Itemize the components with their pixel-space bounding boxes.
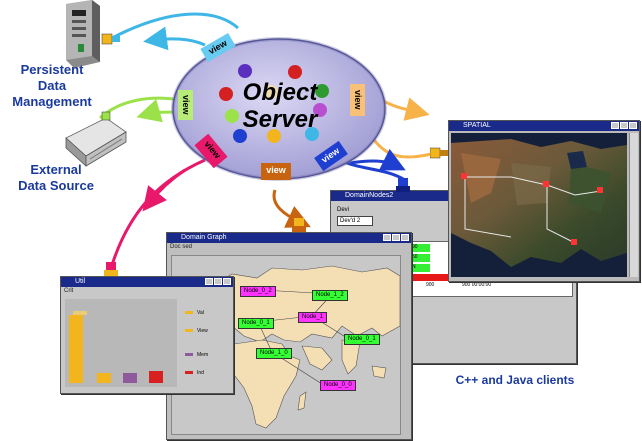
us-map-window[interactable]: SPATIAL (448, 120, 640, 282)
arrow-cyan-line (111, 12, 239, 40)
server-title-line2: Server (243, 106, 319, 133)
close-icon[interactable] (223, 278, 231, 285)
world-map-canvas[interactable]: Node_0_2 Node_1_2 Node_0_1 Node_1 Node_0… (171, 255, 401, 435)
legend-label: Val (197, 310, 204, 316)
object-dot (225, 109, 239, 123)
server-tower-icon (66, 0, 120, 68)
satellite-image (451, 133, 627, 277)
minimize-icon[interactable] (205, 278, 213, 285)
world-map-menu[interactable]: Doc sed (170, 244, 193, 250)
world-map-titlebar[interactable]: Domain Graph (167, 233, 411, 243)
external-device-icon (65, 111, 127, 167)
minimize-icon[interactable] (611, 122, 619, 129)
legend-label: Mem (197, 352, 208, 358)
legend-swatch (185, 371, 193, 374)
plug-blue-icon (396, 178, 410, 192)
map-node[interactable]: Node_1 (298, 312, 328, 323)
table-field[interactable]: Dev'd 2 (337, 216, 373, 226)
maximize-icon[interactable] (620, 122, 628, 129)
arrow-orange-head (381, 97, 430, 121)
bar-chart: Val View Mem Ind (65, 299, 229, 387)
bar (149, 371, 163, 383)
bar-window-menu[interactable]: Crit (64, 288, 74, 294)
arrow-cyan-head (143, 26, 206, 51)
server-title-line1: Object (243, 79, 319, 106)
object-dot (219, 87, 233, 101)
object-dot (233, 129, 247, 143)
caption-persistent: Persistent Data Management (12, 62, 92, 109)
object-dot (267, 129, 281, 143)
close-icon[interactable] (401, 234, 409, 241)
table-label: Devi (337, 207, 350, 213)
table-cell: 900 00:00:00 (462, 282, 492, 288)
bar-chart-window[interactable]: Util Crit Val View Mem Ind (60, 276, 234, 394)
maximize-icon[interactable] (392, 234, 400, 241)
arrow-blue-head (349, 148, 406, 171)
map-node[interactable]: Node_1_2 (312, 290, 348, 301)
map-node[interactable]: Node_0_2 (240, 286, 276, 297)
object-dot (288, 65, 302, 79)
view-tag-orange: view (350, 84, 365, 116)
object-dot (238, 64, 252, 78)
bar-window-titlebar[interactable]: Util (61, 277, 233, 287)
table-cell: 90 (412, 244, 430, 252)
legend-label: Ind (197, 370, 204, 376)
caption-clients: C++ and Java clients (455, 373, 575, 387)
object-dot (264, 85, 278, 99)
legend-swatch (185, 311, 193, 314)
view-tag-brown: view (261, 163, 291, 180)
plug-brown-icon (292, 218, 306, 232)
map-node[interactable]: Node_0_0 (320, 380, 356, 391)
close-icon[interactable] (629, 122, 637, 129)
map-node[interactable]: Node_1_0 (256, 348, 292, 359)
caption-external: External Data Source (18, 162, 94, 193)
us-map-titlebar[interactable]: SPATIAL (449, 121, 639, 131)
map-node[interactable]: Node_0_1 (238, 318, 274, 329)
map-node[interactable]: Node_0_1 (344, 334, 380, 345)
world-map-window[interactable]: Domain Graph Doc sed Node_0_2 (166, 232, 412, 440)
arrow-pink-head (142, 168, 186, 212)
object-dot (315, 84, 329, 98)
object-dot (305, 127, 319, 141)
plug-pink-icon (104, 262, 118, 276)
legend-swatch (185, 329, 193, 332)
legend-swatch (185, 353, 193, 356)
object-dot (313, 103, 327, 117)
bar (123, 373, 137, 383)
table-cell: 900 (426, 282, 435, 288)
table-cell: 50 (412, 254, 430, 262)
legend-label: View (197, 328, 208, 334)
view-tag-green: view (178, 90, 193, 120)
bar (69, 315, 83, 383)
vertical-scrollbar[interactable] (629, 133, 638, 277)
satellite-canvas[interactable] (451, 133, 627, 277)
bar (97, 373, 111, 383)
plug-orange-icon (430, 147, 448, 159)
maximize-icon[interactable] (214, 278, 222, 285)
minimize-icon[interactable] (383, 234, 391, 241)
table-cell: N (412, 264, 430, 272)
